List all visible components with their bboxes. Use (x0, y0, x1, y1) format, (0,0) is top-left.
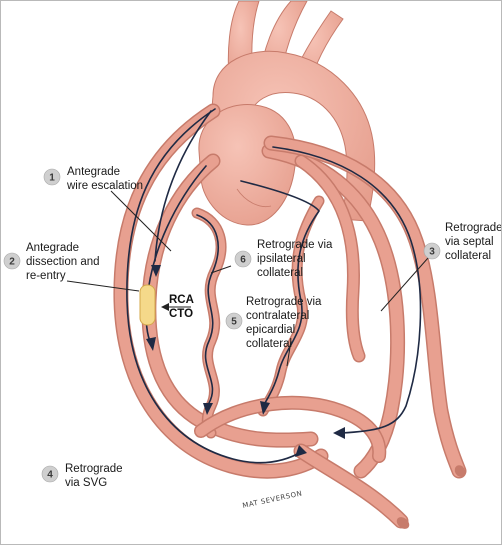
callout-number: 3 (429, 247, 435, 258)
callout-badge (225, 312, 243, 330)
callout-number: 2 (9, 257, 15, 268)
callout-badge (3, 252, 21, 270)
artist-signature: MAT SEVERSON (242, 489, 303, 509)
callout-text: collateral (445, 250, 491, 262)
wire-arrowhead (260, 401, 270, 415)
callout-number: 1 (49, 173, 55, 184)
callout-text: via septal (445, 236, 494, 248)
wire-arrowhead (146, 337, 156, 351)
callout-text: wire escalation (66, 180, 143, 192)
callout-number: 4 (47, 470, 53, 481)
callout-badge (43, 168, 61, 186)
callout-text: Antegrade (26, 242, 79, 254)
callout-text: Retrograde via (257, 239, 333, 251)
wire-arrowhead (203, 403, 213, 415)
callout-1: 1 Antegrade wire escalation (43, 166, 143, 192)
wire-retrograde-ipsilateral (196, 214, 219, 404)
callout-number: 5 (231, 317, 237, 328)
wire-arrowhead (333, 427, 345, 439)
leader-lines (66, 190, 429, 367)
callout-text: re-entry (26, 270, 66, 282)
cto-label-line1: RCA (169, 294, 194, 306)
aorta (198, 1, 376, 226)
callout-5: 5 Retrograde via contralateral epicardia… (225, 296, 322, 350)
callout-text: Retrograde (65, 463, 123, 475)
wire-retrograde-septal (272, 146, 422, 434)
cto-label-line2: CTO (169, 308, 193, 320)
callout-3: 3 Retrograde via septal collateral (423, 222, 501, 262)
callout-2: 2 Antegrade dissection and re-entry (3, 242, 100, 282)
wire-arrowhead (295, 445, 307, 457)
callout-text: Retrograde (445, 222, 501, 234)
callout-text: dissection and (26, 256, 100, 268)
callout-text: Retrograde via (246, 296, 322, 308)
callout-badge (234, 250, 252, 268)
callout-text: collateral (246, 338, 292, 350)
wire-antegrade-escalation (154, 110, 212, 262)
callout-text: collateral (257, 267, 303, 279)
vessels (113, 103, 467, 529)
callout-4: 4 Retrograde via SVG (41, 463, 123, 489)
wire-retrograde-contralateral (240, 180, 320, 404)
callout-text: epicardial (246, 324, 295, 336)
wire-retrograde-svg (126, 108, 304, 464)
callout-text: ipsilateral (257, 253, 306, 265)
callout-badge (41, 465, 59, 483)
callout-text: contralateral (246, 310, 309, 322)
callout-6: 6 Retrograde via ipsilateral collateral (234, 239, 333, 279)
wire-antegrade-dissection (145, 165, 207, 344)
callout-text: via SVG (65, 477, 107, 489)
cto-label: RCA CTO (169, 294, 194, 320)
callout-number: 6 (240, 255, 246, 266)
wire-arrowhead (151, 265, 161, 277)
callout-text: Antegrade (67, 166, 120, 178)
callout-badge (423, 242, 441, 260)
cto-occlusion (139, 284, 156, 326)
guidewires (126, 108, 422, 464)
